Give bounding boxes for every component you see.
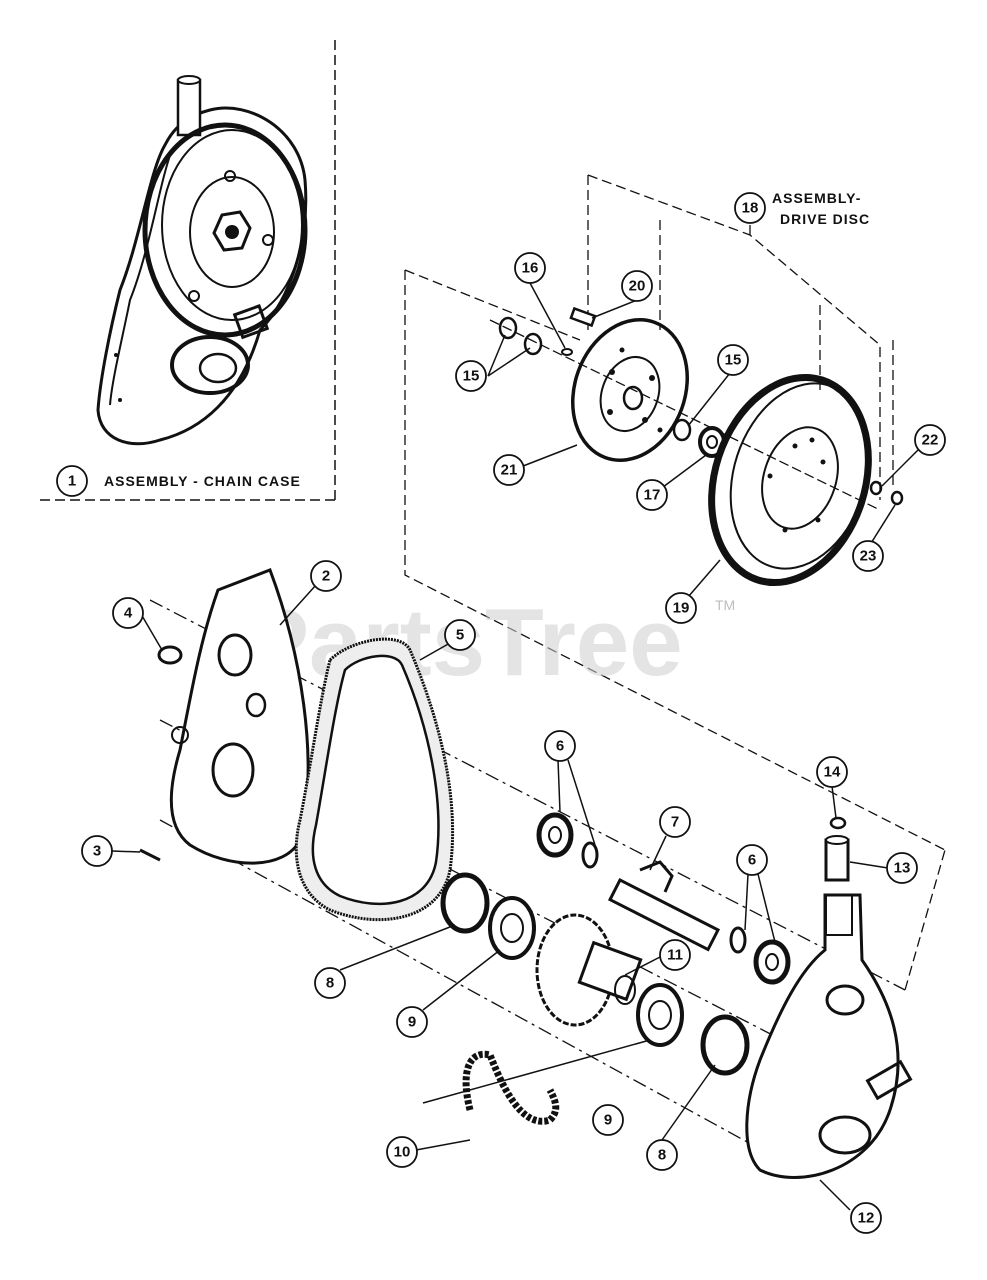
callout-23: 23 (852, 540, 884, 572)
chain-case-shaft (176, 78, 202, 137)
callout-5: 5 (444, 619, 476, 651)
chain-case-inset: 1 ASSEMBLY - CHAIN CASE (40, 40, 336, 501)
callout-15a: 15 (455, 360, 487, 392)
callout-9b: 9 (592, 1104, 624, 1136)
washer-15b (523, 332, 543, 356)
callout-10-num: 10 (394, 1144, 411, 1161)
callout-8b-num: 8 (658, 1147, 666, 1164)
callout-22-num: 22 (922, 432, 939, 449)
seal-4 (157, 645, 183, 665)
callout-8b: 8 (646, 1139, 678, 1171)
callout-12-num: 12 (858, 1210, 875, 1227)
callout-13-num: 13 (894, 860, 911, 877)
callout-2: 2 (310, 560, 342, 592)
callout-15b: 15 (717, 344, 749, 376)
callout-19: 19 (665, 592, 697, 624)
callout-6a-num: 6 (556, 738, 564, 755)
callout-1: 1 (68, 473, 76, 490)
washer-9a (488, 896, 536, 960)
callout-14: 14 (816, 756, 848, 788)
callout-20: 20 (621, 270, 653, 302)
bushing-8b (700, 1014, 750, 1076)
callout-13: 13 (886, 852, 918, 884)
callout-9a-num: 9 (408, 1014, 416, 1031)
leader-lines (111, 282, 921, 1211)
drive-disc-label-line2: DRIVE DISC (780, 211, 870, 227)
callout-6b: 6 (736, 844, 768, 876)
shaft-7 (607, 877, 721, 952)
callout-7: 7 (659, 806, 691, 838)
washer-9b (636, 983, 684, 1047)
lower-exploded-view (139, 568, 946, 1179)
spacer-11 (577, 940, 643, 1002)
callout-7-num: 7 (671, 814, 679, 831)
washer-15c (672, 418, 692, 442)
drive-disc-label-line1: ASSEMBLY- (772, 190, 861, 206)
callout-18: 18 (742, 200, 759, 217)
callout-19-num: 19 (673, 600, 690, 617)
chain-case-disc (142, 122, 308, 338)
callout-22: 22 (914, 424, 946, 456)
chain-case-body (96, 106, 308, 446)
callout-5-num: 5 (456, 627, 464, 644)
bearing-6b (753, 939, 791, 985)
bushing-8a (440, 872, 490, 934)
callout-14-num: 14 (824, 764, 841, 781)
callout-4: 4 (112, 597, 144, 629)
callout-12: 12 (850, 1202, 882, 1234)
flange-disc-21 (571, 318, 689, 462)
chain-case-label: ASSEMBLY - CHAIN CASE (104, 473, 301, 489)
callout-16-num: 16 (522, 260, 539, 277)
washer-15a (498, 316, 518, 340)
callout-4-num: 4 (124, 605, 133, 622)
callout-8a-num: 8 (326, 975, 334, 992)
chain-10 (462, 1050, 560, 1125)
callout-11: 11 (659, 939, 691, 971)
callout-15a-num: 15 (463, 368, 480, 385)
callout-15b-num: 15 (725, 352, 742, 369)
callout-3: 3 (81, 835, 113, 867)
callout-6a: 6 (544, 730, 576, 762)
callout-21-num: 21 (501, 462, 518, 479)
callout-10: 10 (386, 1136, 418, 1168)
chain-case-lower-hub (170, 335, 250, 395)
chain-case-half-12 (745, 893, 900, 1179)
cover-plate-2 (169, 568, 310, 865)
callouts: 2 3 4 5 6 7 6 14 13 8 9 11 9 8 10 12 15 … (81, 252, 946, 1234)
tube-13 (824, 838, 850, 882)
callout-6b-num: 6 (748, 852, 756, 869)
callout-11-num: 11 (667, 947, 683, 964)
watermark-tm: TM (715, 597, 735, 613)
drive-disc-assembly: 18 ASSEMBLY- DRIVE DISC (404, 174, 946, 851)
callout-17: 17 (636, 479, 668, 511)
callout-23-num: 23 (860, 548, 877, 565)
callout-2-num: 2 (322, 568, 330, 585)
callout-17-num: 17 (644, 487, 661, 504)
callout-8a: 8 (314, 967, 346, 999)
callout-20-num: 20 (629, 278, 646, 295)
callout-16: 16 (514, 252, 546, 284)
callout-9b-num: 9 (604, 1112, 612, 1129)
bearing-6a (536, 812, 574, 858)
callout-21: 21 (493, 454, 525, 486)
callout-3-num: 3 (93, 843, 101, 860)
callout-9a: 9 (396, 1006, 428, 1038)
